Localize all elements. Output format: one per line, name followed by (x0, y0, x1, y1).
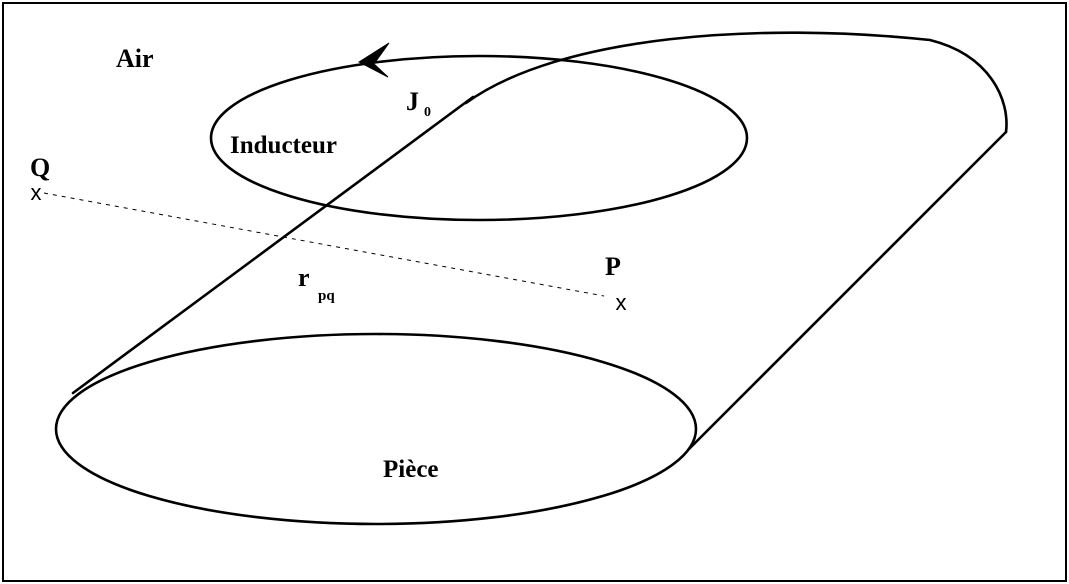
workpiece-back-arc (464, 31, 1008, 134)
workpiece-upper-edge (71, 95, 475, 395)
workpiece-front-ellipse (54, 332, 698, 526)
current-label: J (406, 87, 419, 116)
point-q-marker: x (31, 180, 42, 205)
workpiece-cylinder (54, 31, 1008, 526)
piece-label: Pièce (383, 456, 439, 483)
current-subscript: 0 (424, 105, 431, 120)
point-p-marker: x (616, 290, 627, 315)
inductor-loop (209, 54, 749, 222)
air-label: Air (116, 44, 154, 73)
point-q-label: Q (30, 153, 50, 182)
distance-subscript: pq (318, 288, 335, 304)
point-p-label: P (605, 252, 621, 281)
current-direction-arrow (357, 42, 390, 78)
distance-label: r (298, 263, 310, 292)
workpiece-lower-edge (687, 130, 1008, 451)
inducteur-label: Inducteur (230, 132, 337, 159)
